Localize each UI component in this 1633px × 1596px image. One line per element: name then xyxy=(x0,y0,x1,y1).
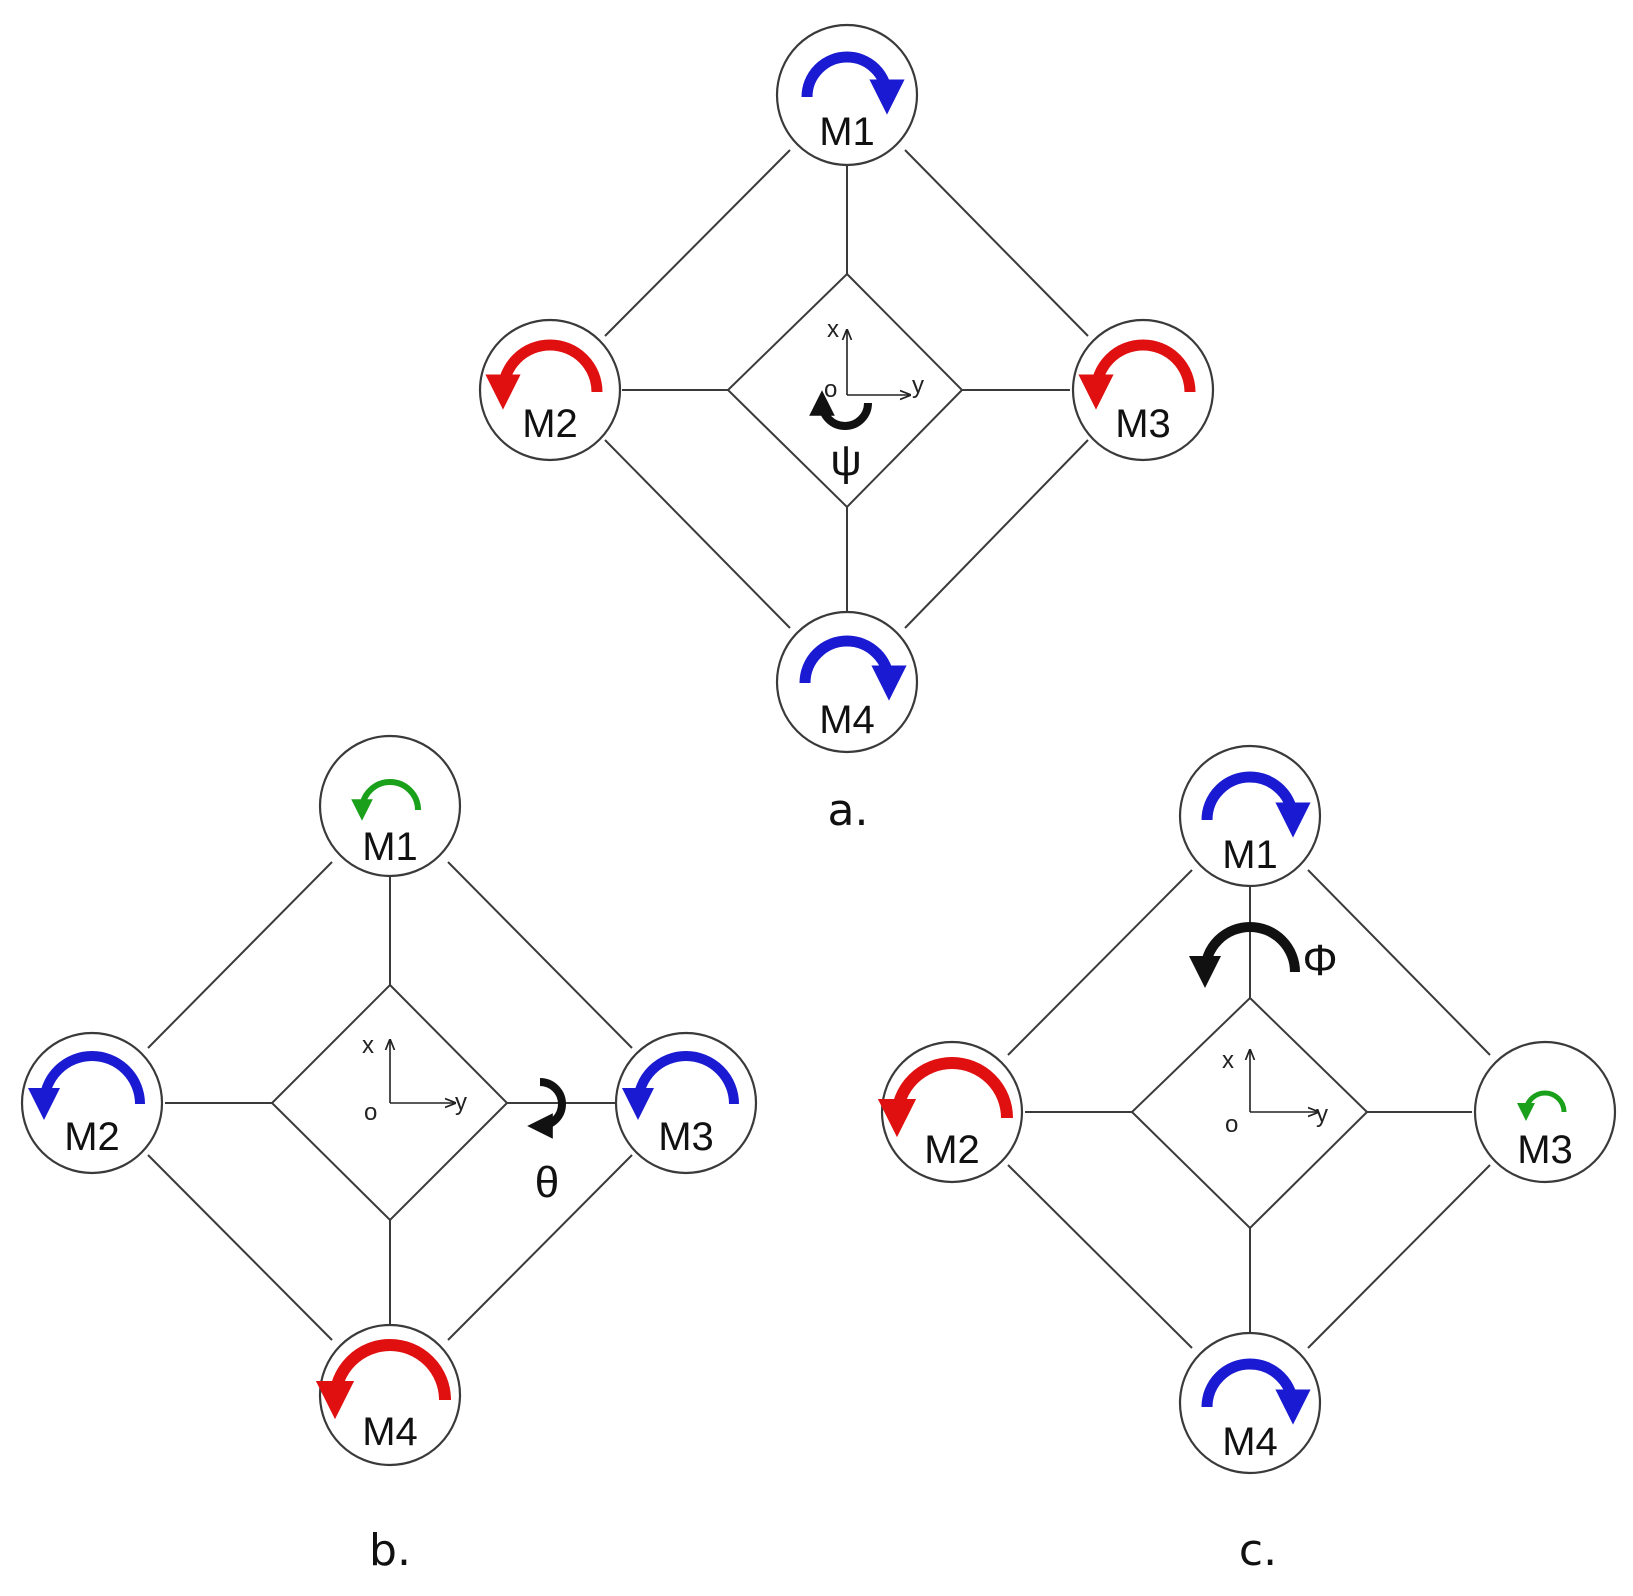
x-axis-label: x xyxy=(1222,1047,1234,1074)
rotation-arrow-m4 xyxy=(799,635,907,701)
motor-m4-circle xyxy=(775,610,919,754)
rotation-arrow-m1 xyxy=(351,779,421,821)
rotation-arrow-m4 xyxy=(315,1339,451,1420)
origin-label: o xyxy=(824,376,837,403)
pitch-rotation-arrow xyxy=(527,1078,566,1139)
arm-m1-m3 xyxy=(904,149,1089,337)
arm-m2-m4 xyxy=(1007,1164,1193,1349)
rotation-arrow-m1 xyxy=(801,51,905,115)
arm-m2-m4 xyxy=(604,439,791,629)
motor-m3-label: M3 xyxy=(1115,402,1171,446)
arm-m1-m2 xyxy=(1007,869,1193,1056)
origin-label: o xyxy=(1225,1111,1238,1138)
origin-label: o xyxy=(364,1099,377,1126)
rotation-arrow-m3 xyxy=(622,1051,739,1120)
arm-m1-m3 xyxy=(447,861,633,1049)
motor-m1-label: M1 xyxy=(819,110,875,154)
motor-m2-label: M2 xyxy=(64,1115,120,1159)
rotation-arrow-m3 xyxy=(1078,339,1196,410)
panel-c-label: c. xyxy=(1239,1525,1277,1576)
panel-c: M1 M2 M3 M4 x y o Φ c. xyxy=(877,744,1617,1576)
motor-m3-circle xyxy=(1473,1040,1617,1184)
rotation-arrow-m4 xyxy=(1201,1358,1311,1425)
motor-m1-label: M1 xyxy=(1222,833,1278,877)
center-body xyxy=(1130,996,1369,1230)
motor-m4-label: M4 xyxy=(1222,1420,1278,1464)
panel-b: M1 M2 M3 M4 x y o θ b. xyxy=(20,734,758,1576)
panel-a-label: a. xyxy=(828,785,869,836)
roll-rotation-arrow xyxy=(1189,922,1300,988)
rotation-arrow-m1 xyxy=(1201,771,1311,838)
rotation-arrow-m2 xyxy=(485,339,603,410)
arm-m1-m2 xyxy=(147,861,333,1049)
motor-m1-label: M1 xyxy=(362,825,418,869)
rotation-arrow-m3 xyxy=(1517,1090,1567,1121)
arm-m1-m2 xyxy=(604,149,791,337)
panel-b-label: b. xyxy=(369,1525,411,1576)
rotation-arrow-m2 xyxy=(28,1051,145,1120)
arm-m3-m4 xyxy=(447,1154,633,1341)
x-axis-label: x xyxy=(362,1032,374,1059)
arm-m3-m4 xyxy=(904,439,1089,629)
motor-m2-label: M2 xyxy=(924,1128,980,1172)
motor-m1-circle xyxy=(318,734,462,878)
roll-symbol: Φ xyxy=(1302,936,1337,985)
arm-m3-m4 xyxy=(1307,1164,1491,1349)
pitch-symbol: θ xyxy=(535,1158,559,1207)
y-axis-label: y xyxy=(455,1089,467,1116)
x-axis-label: x xyxy=(827,316,839,343)
motor-m1-circle xyxy=(775,23,919,167)
rotation-arrow-m2 xyxy=(877,1057,1013,1138)
y-axis-label: y xyxy=(1316,1101,1328,1128)
motor-m4-circle xyxy=(1178,1331,1322,1475)
yaw-symbol: ψ xyxy=(830,436,861,485)
arm-m1-m3 xyxy=(1307,869,1491,1056)
motor-m3-label: M3 xyxy=(1517,1128,1573,1172)
y-axis-label: y xyxy=(912,372,924,399)
motor-m1-circle xyxy=(1178,744,1322,888)
motor-m2-label: M2 xyxy=(522,402,578,446)
motor-m4-label: M4 xyxy=(819,698,875,742)
center-body xyxy=(270,983,509,1222)
motor-m4-label: M4 xyxy=(362,1410,418,1454)
center-body xyxy=(726,272,964,509)
yaw-rotation-arrow xyxy=(809,390,872,430)
motor-m3-label: M3 xyxy=(658,1115,714,1159)
arm-m2-m4 xyxy=(147,1154,333,1341)
panel-a: M1 M2 M3 M4 x y o ψ a. xyxy=(478,23,1215,836)
